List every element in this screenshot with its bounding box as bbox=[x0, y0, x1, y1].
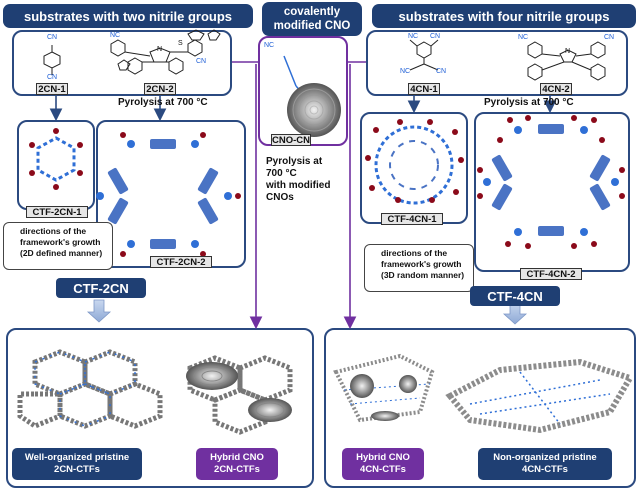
ctf-4cn-2-network bbox=[477, 115, 625, 249]
label-ctf-4cn-1: CTF-4CN-1 bbox=[381, 213, 443, 225]
non-organized-4cn-network bbox=[445, 358, 635, 434]
label-2cn-1: 2CN-1 bbox=[36, 83, 68, 95]
ctf-2cn-2-network bbox=[96, 132, 241, 257]
result-hybrid-cno-2cn: Hybrid CNO 2CN-CTFs bbox=[196, 448, 278, 480]
molecule-2cn-2-structure bbox=[110, 29, 221, 75]
nc-group-4cn2-left: NC bbox=[518, 34, 529, 41]
panel-ctf-2cn-1 bbox=[17, 120, 95, 210]
hybrid-cno-4cn-network bbox=[333, 353, 435, 423]
molecule-2cn-1-structure bbox=[43, 45, 61, 75]
label-ctf-4cn-2: CTF-4CN-2 bbox=[520, 268, 582, 280]
cno-onion-graphic bbox=[283, 55, 341, 137]
s-atom-2cn2: S bbox=[178, 40, 183, 47]
cn-group-2cn1-top: CN bbox=[47, 34, 58, 41]
well-organized-2cn-network bbox=[17, 349, 163, 429]
note-2d-line1: directions of the bbox=[20, 226, 87, 236]
group-ctf-4cn: CTF-4CN bbox=[470, 286, 560, 306]
cn-group-4cn1-bottom: CN bbox=[436, 68, 447, 75]
ctf-4cn-1-network bbox=[365, 119, 464, 205]
result-hyb2-line2: 2CN-CTFs bbox=[214, 464, 260, 475]
nc-group-cno: NC bbox=[264, 42, 275, 49]
result-well-line2: 2CN-CTFs bbox=[54, 464, 100, 475]
result-non-organized-4cn: Non-organized pristine 4CN-CTFs bbox=[478, 448, 612, 480]
result-hyb2-line1: Hybrid CNO bbox=[210, 452, 264, 463]
cn-group-4cn1-top: CN bbox=[430, 33, 441, 40]
header-cno-line2: modified CNO bbox=[273, 20, 351, 32]
cn-group-2cn2: CN bbox=[196, 58, 207, 65]
pyrolysis-center-line1: Pyrolysis at bbox=[266, 156, 323, 167]
header-cno-line1: covalently bbox=[283, 6, 341, 18]
nc-group-4cn1-top: NC bbox=[408, 33, 419, 40]
n-atom-4cn2: N bbox=[565, 48, 571, 55]
note-3d-line3: (3D random manner) bbox=[381, 270, 465, 280]
note-3d-line2: framework's growth bbox=[381, 259, 462, 269]
result-well-line1: Well-organized pristine bbox=[24, 452, 130, 463]
pyrolysis-left: Pyrolysis at 700 °C bbox=[118, 97, 208, 108]
header-four-nitrile: substrates with four nitrile groups bbox=[372, 4, 636, 28]
cn-group-2cn1-bottom: CN bbox=[47, 74, 58, 81]
label-4cn-1: 4CN-1 bbox=[408, 83, 440, 95]
header-covalently-modified-cno: covalently modified CNO bbox=[262, 2, 362, 36]
nc-group-4cn1-bottom: NC bbox=[400, 68, 411, 75]
result-hybrid-cno-4cn: Hybrid CNO 4CN-CTFs bbox=[342, 448, 424, 480]
result-non-line2: 4CN-CTFs bbox=[522, 464, 568, 475]
pyrolysis-center-line3: with modified bbox=[266, 180, 331, 191]
molecule-4cn-1-structure bbox=[409, 39, 439, 71]
note-3d-line1: directions of the bbox=[381, 248, 448, 258]
note-3d-growth: directions of the framework's growth (3D… bbox=[364, 244, 474, 292]
label-4cn-2: 4CN-2 bbox=[540, 83, 572, 95]
label-ctf-2cn-2: CTF-2CN-2 bbox=[150, 256, 212, 268]
result-non-line1: Non-organized pristine bbox=[493, 452, 597, 463]
label-ctf-2cn-1: CTF-2CN-1 bbox=[26, 206, 88, 218]
pyrolysis-center-line2: 700 °C bbox=[266, 168, 297, 179]
header-two-nitrile: substrates with two nitrile groups bbox=[3, 4, 253, 28]
pyrolysis-right: Pyrolysis at 700 °C bbox=[484, 97, 574, 108]
pyrolysis-center-line4: CNOs bbox=[266, 192, 294, 203]
cn-group-4cn2-right: CN bbox=[604, 34, 615, 41]
result-hyb4-line1: Hybrid CNO bbox=[356, 452, 410, 463]
down-arrow-2cn bbox=[86, 299, 112, 323]
note-2d-growth: directions of the framework's growth (2D… bbox=[3, 222, 113, 270]
pyrolysis-center: Pyrolysis at 700 °C with modified CNOs bbox=[266, 156, 346, 204]
result-well-organized-2cn: Well-organized pristine 2CN-CTFs bbox=[12, 448, 142, 480]
result-hyb4-line2: 4CN-CTFs bbox=[360, 464, 406, 475]
note-2d-line2: framework's growth bbox=[20, 237, 101, 247]
nc-group-2cn2: NC bbox=[110, 32, 121, 39]
hybrid-cno-2cn-network bbox=[186, 355, 293, 435]
molecule-4cn-2-structure bbox=[527, 41, 606, 81]
label-2cn-2: 2CN-2 bbox=[144, 83, 176, 95]
note-2d-line3: (2D defined manner) bbox=[20, 248, 103, 258]
n-atom-2cn2: N bbox=[157, 46, 163, 53]
label-cno-cn: CNO-CN bbox=[271, 134, 311, 146]
ctf-2cn-1-network bbox=[29, 128, 83, 190]
group-ctf-2cn: CTF-2CN bbox=[56, 278, 146, 298]
